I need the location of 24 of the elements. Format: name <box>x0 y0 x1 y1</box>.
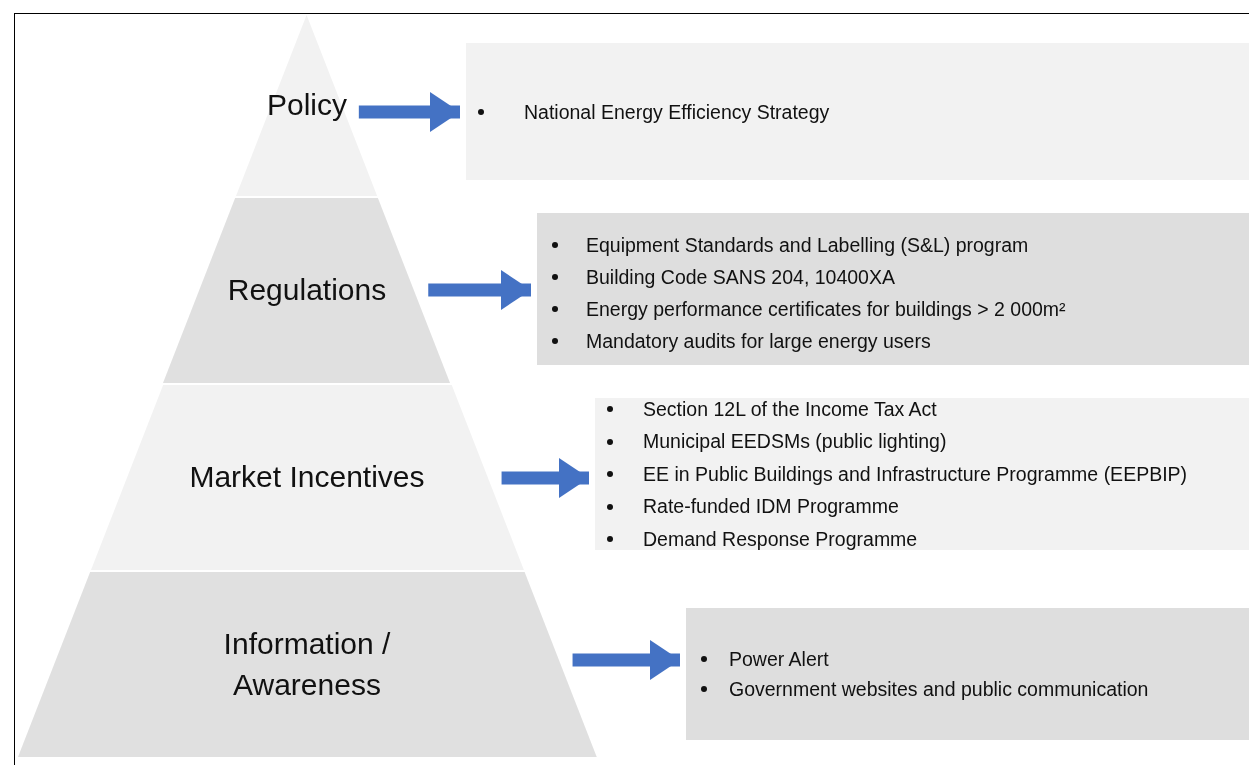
list-item: EE in Public Buildings and Infrastructure Programme (EEPBIP) <box>643 462 1188 485</box>
tier-label: Information / Awareness <box>222 626 392 703</box>
list-item: Mandatory audits for large energy users <box>586 330 931 352</box>
list-item: National Energy Efficiency Strategy <box>524 100 830 123</box>
tier-label: Regulations <box>226 272 388 309</box>
list-item: Energy performance certificates for buildings > 2 000m² <box>586 298 1066 320</box>
list-item: Municipal EEDSMs (public lighting) <box>643 430 947 453</box>
list-item: Power Alert <box>729 648 829 670</box>
block-arrow <box>501 458 589 498</box>
bullet-list-panel <box>595 398 1249 550</box>
list-item: Rate-funded IDM Programme <box>643 495 899 518</box>
list-item: Demand Response Programme <box>643 527 918 550</box>
block-arrow <box>572 640 680 680</box>
list-item: Building Code SANS 204, 10400XA <box>586 266 895 288</box>
tier-label: Market Incentives <box>188 459 426 496</box>
bullet-list-panel <box>537 213 1249 365</box>
tier-label: Policy <box>265 87 348 124</box>
block-arrow <box>358 92 460 132</box>
bullet-list-panel <box>686 608 1249 740</box>
list-item: Government websites and public communication <box>729 678 1149 700</box>
block-arrow <box>428 270 531 310</box>
list-item: Equipment Standards and Labelling (S&L) program <box>586 234 1029 256</box>
list-item: Section 12L of the Income Tax Act <box>643 397 937 420</box>
bullet-list-panel <box>466 43 1249 180</box>
